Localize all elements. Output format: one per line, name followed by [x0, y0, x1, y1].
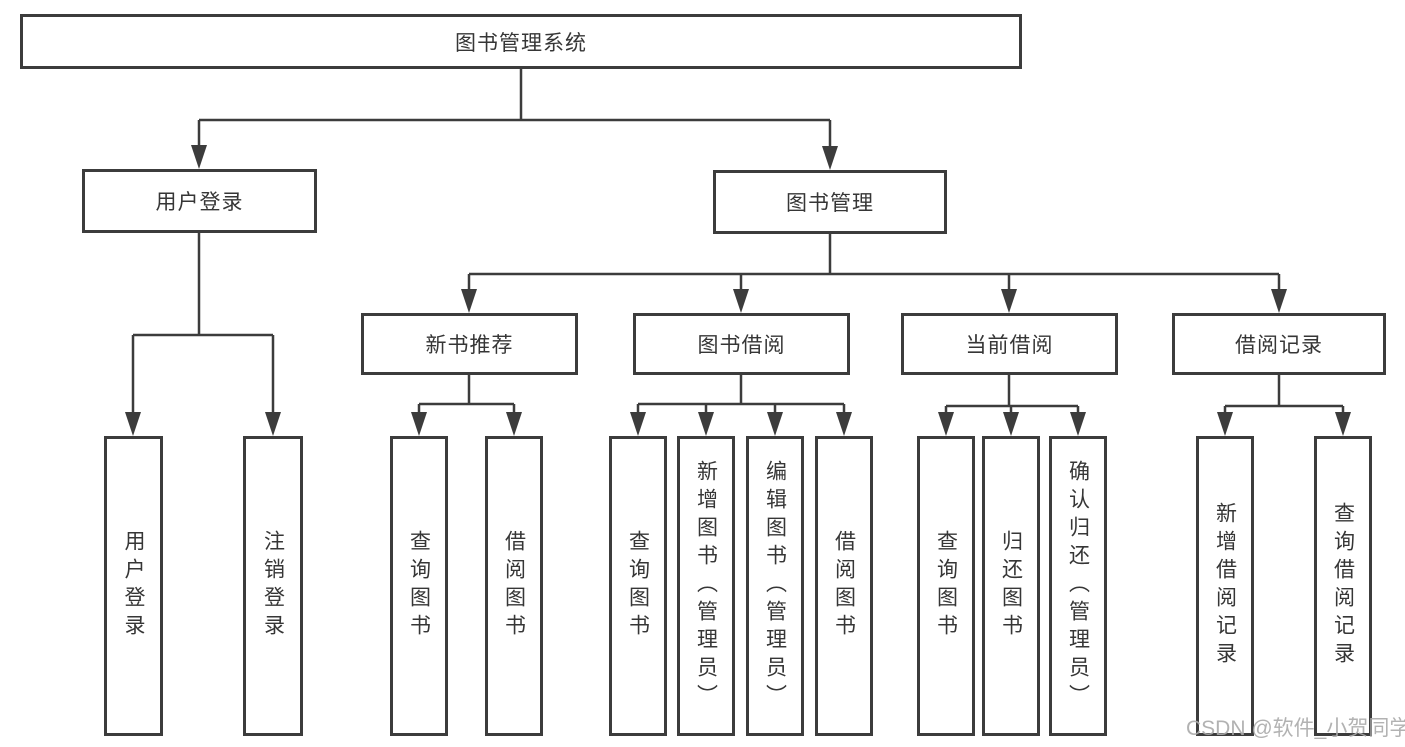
leaf-query-books-recommend-label: 查询图书: [407, 530, 431, 642]
leaf-add-borrow-record-label: 新增借阅记录: [1213, 502, 1237, 670]
node-user-login: 用户登录: [82, 169, 317, 233]
leaf-return-books-label: 归还图书: [999, 530, 1023, 642]
node-new-book-recommendation-label: 新书推荐: [425, 334, 514, 357]
node-root: 图书管理系统: [20, 14, 1022, 69]
leaf-query-books-current-label: 查询图书: [934, 530, 958, 642]
node-current-borrowing: 当前借阅: [901, 313, 1118, 375]
node-borrowing-records-label: 借阅记录: [1235, 334, 1323, 357]
watermark: CSDN @软件_小贺同学: [1186, 717, 1405, 740]
leaf-logout-label: 注销登录: [261, 530, 285, 642]
leaf-query-books-borrowing-label: 查询图书: [626, 530, 650, 642]
node-book-management: 图书管理: [713, 170, 947, 234]
node-new-book-recommendation: 新书推荐: [361, 313, 578, 375]
leaf-query-books-recommend: 查询图书: [390, 436, 448, 736]
leaf-borrow-books-borrowing: 借阅图书: [815, 436, 873, 736]
leaf-user-login: 用户登录: [104, 436, 163, 736]
leaf-query-borrow-record-label: 查询借阅记录: [1331, 502, 1355, 670]
leaf-query-books-current: 查询图书: [917, 436, 975, 736]
leaf-user-login-label: 用户登录: [122, 530, 145, 642]
node-borrowing-records: 借阅记录: [1172, 313, 1386, 375]
leaf-return-books: 归还图书: [982, 436, 1040, 736]
leaf-logout: 注销登录: [243, 436, 303, 736]
node-user-login-label: 用户登录: [155, 191, 244, 214]
leaf-borrow-books-recommend: 借阅图书: [485, 436, 543, 736]
leaf-edit-book-admin: 编辑图书（管理员）: [746, 436, 804, 736]
node-current-borrowing-label: 当前借阅: [965, 334, 1054, 357]
leaf-add-book-admin-label: 新增图书（管理员）: [694, 460, 718, 712]
node-root-label: 图书管理系统: [455, 31, 587, 55]
node-book-borrowing: 图书借阅: [633, 313, 850, 375]
leaf-query-borrow-record: 查询借阅记录: [1314, 436, 1372, 736]
leaf-confirm-return-admin-label: 确认归还（管理员）: [1066, 460, 1090, 712]
node-book-borrowing-label: 图书借阅: [697, 334, 786, 357]
leaf-add-borrow-record: 新增借阅记录: [1196, 436, 1254, 736]
leaf-confirm-return-admin: 确认归还（管理员）: [1049, 436, 1107, 736]
leaf-borrow-books-recommend-label: 借阅图书: [502, 530, 526, 642]
leaf-edit-book-admin-label: 编辑图书（管理员）: [763, 460, 787, 712]
leaf-add-book-admin: 新增图书（管理员）: [677, 436, 735, 736]
leaf-borrow-books-borrowing-label: 借阅图书: [832, 530, 856, 642]
arrowheads: [125, 145, 1351, 436]
leaf-query-books-borrowing: 查询图书: [609, 436, 667, 736]
node-book-management-label: 图书管理: [786, 192, 874, 215]
